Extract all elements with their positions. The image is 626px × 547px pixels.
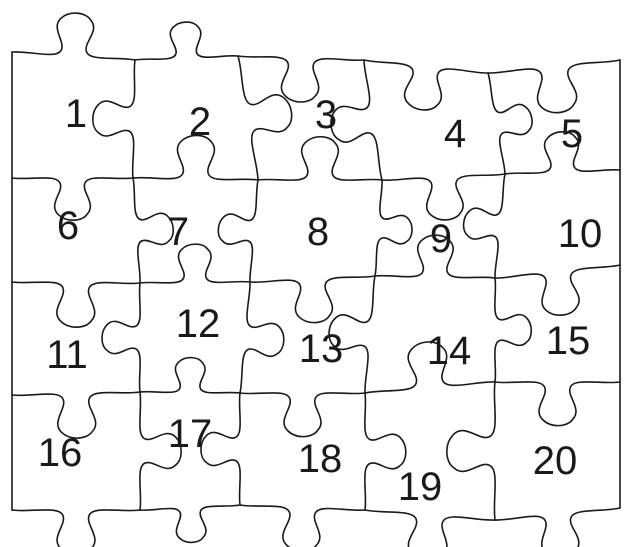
piece-label-14: 14 [427,329,472,373]
piece-label-15: 15 [546,319,591,363]
piece-label-12: 12 [176,302,221,346]
piece-labels: 1 2 3 4 5 6 7 8 9 10 11 12 13 14 15 16 1… [38,92,603,509]
piece-label-7: 7 [167,210,189,254]
horizontal-cut-5 [12,505,620,547]
piece-label-19: 19 [398,465,443,509]
piece-label-5: 5 [561,112,583,156]
piece-label-18: 18 [298,437,343,481]
piece-label-4: 4 [444,112,466,156]
piece-label-10: 10 [558,212,603,256]
piece-label-16: 16 [38,431,83,475]
piece-label-6: 6 [57,204,79,248]
piece-label-11: 11 [46,333,88,377]
piece-label-1: 1 [65,92,87,136]
piece-label-20: 20 [533,439,578,483]
piece-label-9: 9 [430,217,452,261]
piece-label-8: 8 [307,210,329,254]
horizontal-cut-2 [12,132,620,220]
piece-label-2: 2 [189,100,211,144]
piece-label-3: 3 [315,93,337,137]
piece-label-17: 17 [168,412,213,456]
piece-label-13: 13 [299,327,344,371]
